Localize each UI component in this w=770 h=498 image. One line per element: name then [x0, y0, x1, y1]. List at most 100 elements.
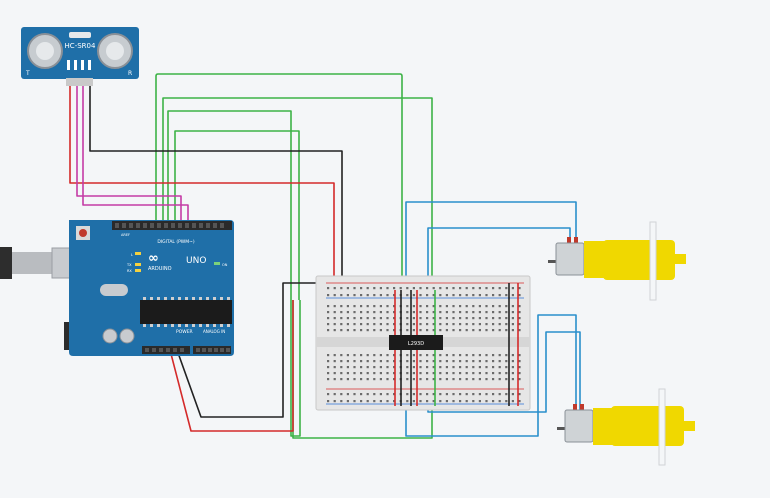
- breadboard-hole[interactable]: [426, 354, 429, 357]
- breadboard-hole[interactable]: [511, 366, 514, 369]
- breadboard-hole[interactable]: [439, 287, 442, 290]
- breadboard-hole[interactable]: [373, 294, 376, 297]
- breadboard-hole[interactable]: [465, 323, 468, 326]
- breadboard-hole[interactable]: [406, 294, 409, 297]
- breadboard-hole[interactable]: [419, 317, 422, 320]
- breadboard-hole[interactable]: [459, 354, 462, 357]
- breadboard-hole[interactable]: [379, 311, 382, 314]
- breadboard-hole[interactable]: [360, 287, 363, 290]
- breadboard-hole[interactable]: [419, 311, 422, 314]
- breadboard-hole[interactable]: [379, 317, 382, 320]
- breadboard-hole[interactable]: [492, 305, 495, 308]
- breadboard-hole[interactable]: [386, 360, 389, 363]
- breadboard-hole[interactable]: [406, 393, 409, 396]
- breadboard-hole[interactable]: [366, 372, 369, 375]
- breadboard-hole[interactable]: [465, 311, 468, 314]
- wire-sensor-echo[interactable]: [82, 85, 189, 226]
- breadboard-hole[interactable]: [498, 323, 501, 326]
- breadboard-hole[interactable]: [485, 360, 488, 363]
- breadboard-hole[interactable]: [518, 329, 521, 332]
- breadboard-hole[interactable]: [511, 329, 514, 332]
- breadboard-hole[interactable]: [379, 366, 382, 369]
- breadboard-hole[interactable]: [432, 323, 435, 326]
- breadboard-hole[interactable]: [393, 366, 396, 369]
- breadboard-hole[interactable]: [419, 366, 422, 369]
- breadboard-hole[interactable]: [327, 287, 330, 290]
- breadboard-hole[interactable]: [360, 393, 363, 396]
- breadboard-hole[interactable]: [485, 317, 488, 320]
- breadboard-hole[interactable]: [386, 329, 389, 332]
- breadboard-hole[interactable]: [432, 354, 435, 357]
- breadboard-hole[interactable]: [492, 329, 495, 332]
- breadboard-hole[interactable]: [353, 360, 356, 363]
- breadboard-hole[interactable]: [465, 378, 468, 381]
- breadboard[interactable]: L293D: [315, 275, 531, 411]
- breadboard-hole[interactable]: [412, 400, 415, 403]
- breadboard-hole[interactable]: [518, 366, 521, 369]
- breadboard-hole[interactable]: [419, 393, 422, 396]
- breadboard-hole[interactable]: [459, 366, 462, 369]
- breadboard-hole[interactable]: [412, 317, 415, 320]
- breadboard-hole[interactable]: [412, 360, 415, 363]
- breadboard-hole[interactable]: [340, 294, 343, 297]
- breadboard-hole[interactable]: [459, 378, 462, 381]
- breadboard-hole[interactable]: [393, 287, 396, 290]
- breadboard-hole[interactable]: [412, 372, 415, 375]
- breadboard-hole[interactable]: [505, 323, 508, 326]
- motor1-terminal-a[interactable]: [567, 237, 571, 245]
- breadboard-hole[interactable]: [406, 287, 409, 290]
- breadboard-hole[interactable]: [518, 360, 521, 363]
- breadboard-hole[interactable]: [459, 323, 462, 326]
- breadboard-hole[interactable]: [492, 360, 495, 363]
- breadboard-hole[interactable]: [426, 372, 429, 375]
- breadboard-hole[interactable]: [459, 311, 462, 314]
- breadboard-hole[interactable]: [327, 378, 330, 381]
- breadboard-hole[interactable]: [353, 400, 356, 403]
- breadboard-hole[interactable]: [511, 354, 514, 357]
- breadboard-hole[interactable]: [333, 294, 336, 297]
- breadboard-hole[interactable]: [373, 323, 376, 326]
- breadboard-hole[interactable]: [432, 305, 435, 308]
- breadboard-hole[interactable]: [327, 400, 330, 403]
- breadboard-hole[interactable]: [366, 305, 369, 308]
- breadboard-hole[interactable]: [373, 329, 376, 332]
- motor2-terminal-a[interactable]: [573, 404, 577, 412]
- breadboard-hole[interactable]: [478, 378, 481, 381]
- breadboard-hole[interactable]: [472, 329, 475, 332]
- breadboard-hole[interactable]: [459, 317, 462, 320]
- breadboard-hole[interactable]: [399, 287, 402, 290]
- breadboard-hole[interactable]: [346, 311, 349, 314]
- l293d-chip[interactable]: [389, 335, 443, 350]
- breadboard-hole[interactable]: [353, 287, 356, 290]
- breadboard-hole[interactable]: [472, 378, 475, 381]
- breadboard-hole[interactable]: [426, 305, 429, 308]
- breadboard-hole[interactable]: [386, 323, 389, 326]
- breadboard-hole[interactable]: [445, 393, 448, 396]
- sensor-pin-gnd[interactable]: [88, 60, 91, 70]
- breadboard-hole[interactable]: [452, 372, 455, 375]
- breadboard-hole[interactable]: [465, 400, 468, 403]
- breadboard-hole[interactable]: [492, 354, 495, 357]
- breadboard-hole[interactable]: [445, 287, 448, 290]
- breadboard-hole[interactable]: [333, 329, 336, 332]
- breadboard-hole[interactable]: [419, 329, 422, 332]
- breadboard-hole[interactable]: [379, 329, 382, 332]
- breadboard-hole[interactable]: [353, 305, 356, 308]
- breadboard-hole[interactable]: [366, 317, 369, 320]
- breadboard-hole[interactable]: [426, 323, 429, 326]
- breadboard-hole[interactable]: [346, 305, 349, 308]
- breadboard-hole[interactable]: [327, 372, 330, 375]
- breadboard-hole[interactable]: [412, 287, 415, 290]
- breadboard-hole[interactable]: [445, 317, 448, 320]
- breadboard-hole[interactable]: [459, 305, 462, 308]
- breadboard-hole[interactable]: [386, 294, 389, 297]
- breadboard-hole[interactable]: [346, 393, 349, 396]
- breadboard-hole[interactable]: [393, 360, 396, 363]
- breadboard-hole[interactable]: [472, 317, 475, 320]
- breadboard-hole[interactable]: [511, 311, 514, 314]
- breadboard-hole[interactable]: [393, 378, 396, 381]
- breadboard-hole[interactable]: [485, 393, 488, 396]
- breadboard-hole[interactable]: [498, 294, 501, 297]
- breadboard-hole[interactable]: [340, 354, 343, 357]
- breadboard-hole[interactable]: [465, 287, 468, 290]
